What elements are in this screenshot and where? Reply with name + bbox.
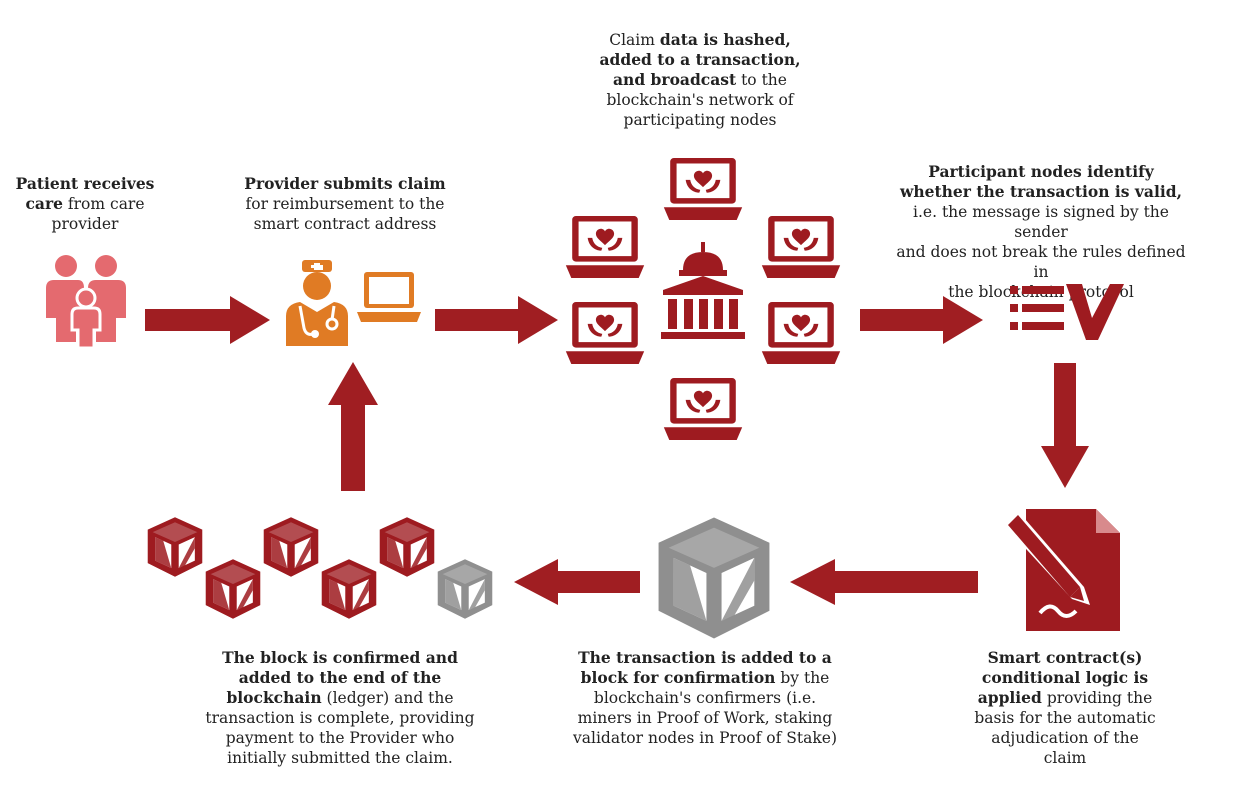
arrow-left-icon — [514, 559, 640, 605]
broadcast-step-label: Claim data is hashed, added to a transac… — [599, 30, 801, 129]
contract-signing-icon — [1000, 505, 1126, 635]
doctor-icon — [282, 258, 352, 346]
laptop-icon — [355, 270, 423, 326]
arrow-left-icon — [790, 559, 978, 605]
government-building-icon — [661, 242, 745, 339]
block-step-label: The transaction is added to a block for … — [573, 648, 837, 747]
node-network — [562, 150, 857, 450]
arrow-right-icon — [435, 296, 558, 344]
arrow-right-icon — [145, 296, 270, 344]
chain-step-label: The block is confirmed and added to the … — [205, 648, 475, 767]
provider-step-label: Provider submits claim for reimbursement… — [244, 174, 446, 233]
patient-step-label: Patient receives care from care provider — [15, 174, 155, 233]
arrow-right-icon — [860, 296, 983, 344]
contract-step-label: Smart contract(s) conditional logic is a… — [974, 648, 1156, 767]
arrow-up-icon — [328, 362, 378, 491]
checklist-icon — [1008, 282, 1126, 344]
validate-step-label: Participant nodes identify whether the t… — [896, 162, 1186, 301]
arrow-down-icon — [1041, 363, 1089, 488]
family-icon — [40, 252, 132, 350]
